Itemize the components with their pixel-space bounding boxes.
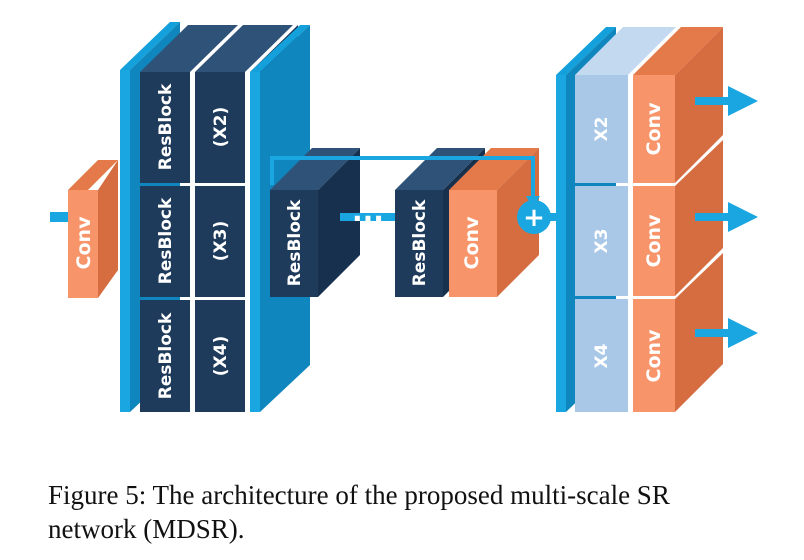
upsample-x2-block: X2	[575, 75, 628, 183]
body-resblock-first-label: ResBlock	[285, 199, 305, 286]
output-conv-x3-label: Conv	[643, 214, 665, 268]
upsample-x2-label: X2	[592, 117, 612, 142]
upsample-x3-block: X3	[575, 186, 628, 296]
body-resblock-last-label: ResBlock	[410, 199, 430, 286]
upsample-scales: X2 X3 X4	[575, 27, 676, 412]
output-conv-x4-block: Conv	[633, 299, 675, 412]
scale-x3-block: (X3)	[195, 186, 245, 297]
scale-x3-label: (X3)	[211, 221, 231, 261]
output-conv-x2-label: Conv	[643, 102, 665, 156]
upsample-x4-label: X4	[592, 343, 612, 368]
caption-line-2: network (MDSR).	[48, 514, 245, 544]
resblock-x2-block: ResBlock	[140, 72, 190, 183]
scale-x2-block: (X2)	[195, 72, 245, 183]
resblock-x2-label: ResBlock	[156, 83, 176, 170]
body-conv-label: Conv	[461, 216, 483, 270]
scale-x4-label: (X4)	[211, 336, 231, 376]
upsample-x4-block: X4	[575, 299, 628, 412]
resblock-x3-label: ResBlock	[156, 197, 176, 284]
scale-x2-label: (X2)	[211, 107, 231, 147]
output-convs: Conv Conv Conv	[633, 27, 723, 412]
ellipsis: ···	[352, 202, 384, 235]
mdsr-architecture-diagram: Conv ResBlock (X2) ResBlock (X3)	[50, 22, 758, 412]
add-symbol: +	[523, 203, 545, 233]
add-node: +	[517, 200, 556, 234]
output-conv-x4-label: Conv	[643, 329, 665, 383]
head-conv-label: Conv	[73, 216, 95, 270]
caption-line-1: Figure 5: The architecture of the propos…	[48, 480, 670, 510]
output-arrow-x2	[695, 86, 758, 116]
scale-x4-block: (X4)	[195, 300, 245, 412]
figure-caption: Figure 5: The architecture of the propos…	[48, 478, 778, 546]
output-conv-x2-block: Conv	[633, 75, 675, 183]
output-conv-x3-block: Conv	[633, 186, 675, 296]
output-arrow-x4	[695, 318, 758, 348]
resblock-x4-block: ResBlock	[140, 300, 190, 412]
resblock-x3-block: ResBlock	[140, 186, 190, 297]
head-conv-block: Conv	[68, 160, 118, 298]
body-resblock-first: ResBlock	[270, 148, 360, 297]
upsample-x3-label: X3	[592, 229, 612, 254]
output-arrow-x3	[695, 202, 758, 232]
resblock-x4-label: ResBlock	[156, 312, 176, 399]
skip-connection	[270, 156, 535, 198]
